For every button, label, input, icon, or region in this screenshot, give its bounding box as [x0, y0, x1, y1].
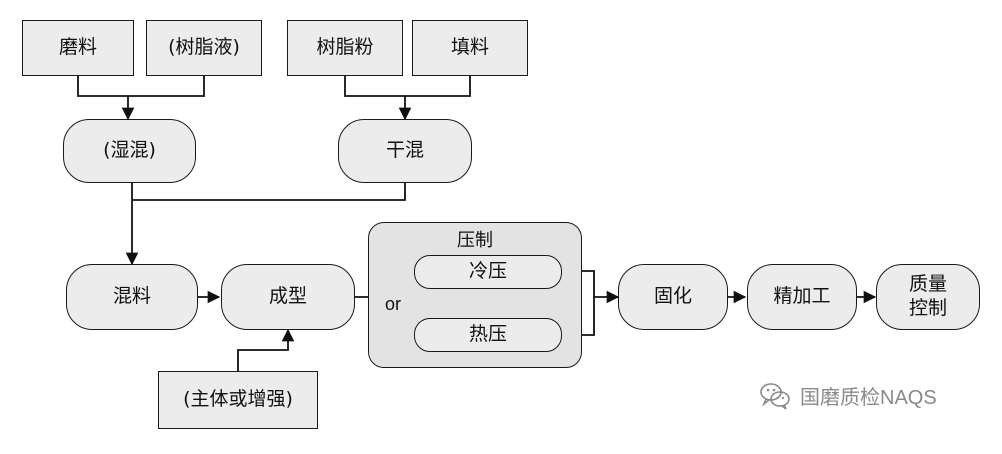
or-label: or	[385, 294, 402, 314]
input-abrasive: 磨料	[22, 20, 134, 76]
pressing-group-title: 压制	[457, 230, 493, 251]
input-resin-liquid: (树脂液)	[146, 20, 262, 76]
step-forming: 成型	[221, 264, 355, 330]
step-hot-press: 热压	[414, 318, 562, 352]
input-main-or-reinforce: (主体或增强)	[158, 371, 318, 429]
connector-resin-powder	[344, 76, 405, 97]
connector-abrasive	[77, 76, 128, 97]
watermark: 国磨质检NAQS	[758, 378, 978, 412]
step-dry-mix: 干混	[338, 119, 472, 183]
step-quality-control: 质量 控制	[876, 264, 980, 330]
step-curing: 固化	[618, 264, 728, 330]
connector-dry-mix-down	[132, 183, 406, 201]
step-finishing: 精加工	[747, 264, 857, 330]
step-wet-mix: (湿混)	[63, 119, 196, 183]
connector-resin-liquid	[128, 76, 205, 97]
wechat-icon	[760, 383, 790, 410]
arrow-main-to-forming	[237, 328, 295, 371]
watermark-text: 国磨质检NAQS	[800, 386, 937, 409]
input-filler: 填料	[412, 20, 528, 76]
step-mixing: 混料	[66, 264, 198, 330]
input-resin-powder: 树脂粉	[287, 20, 403, 76]
step-cold-press: 冷压	[414, 255, 562, 289]
connector-filler	[405, 76, 471, 97]
